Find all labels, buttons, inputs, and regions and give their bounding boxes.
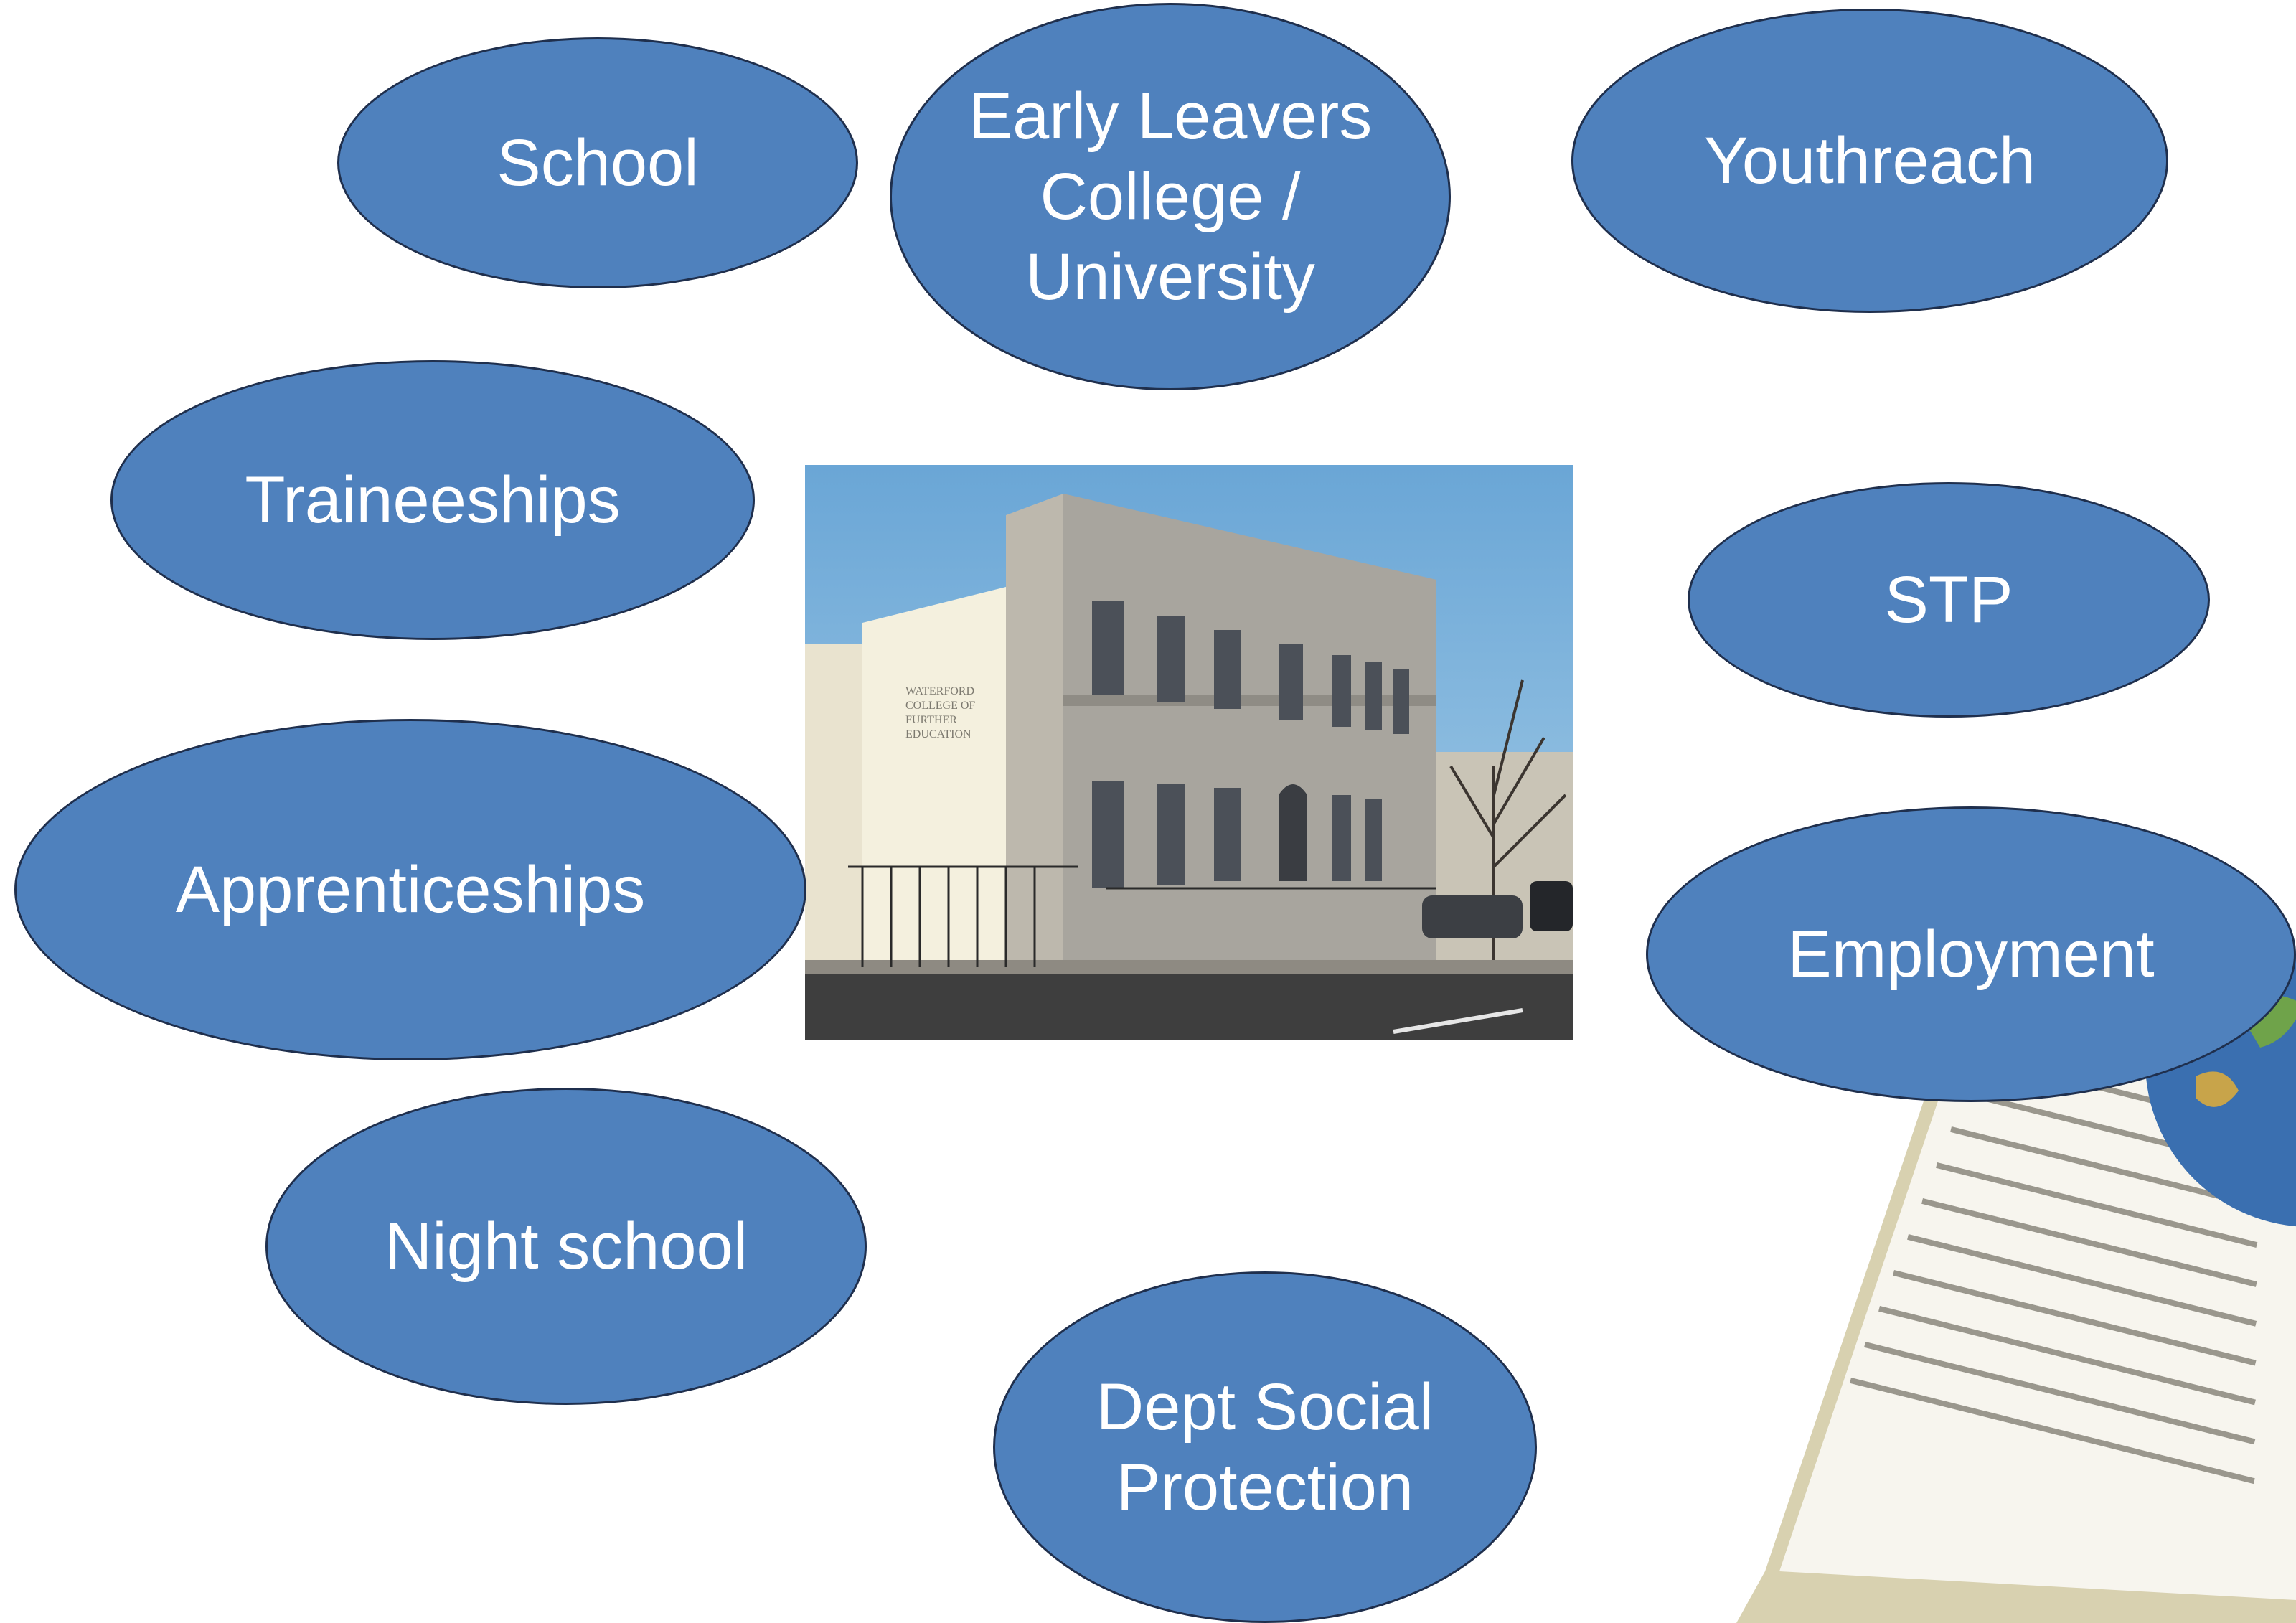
oval-youthreach: Youthreach (1571, 9, 2168, 313)
oval-night-school: Night school (265, 1088, 867, 1405)
college-sign: WATERFORD COLLEGE OF FURTHER EDUCATION (905, 685, 975, 740)
oval-apprenticeships: Apprenticeships (14, 719, 806, 1060)
svg-text:FURTHER: FURTHER (905, 714, 957, 726)
oval-early-leavers: Early Leavers College / University (890, 3, 1451, 390)
oval-dept-social-protection-label: Dept Social Protection (1096, 1370, 1434, 1524)
svg-text:EDUCATION: EDUCATION (905, 728, 971, 740)
oval-employment-label: Employment (1787, 917, 2155, 991)
svg-text:WATERFORD: WATERFORD (905, 685, 974, 697)
oval-school: School (337, 37, 858, 288)
oval-traineeships: Traineeships (110, 360, 755, 640)
oval-stp-label: STP (1884, 563, 2013, 636)
svg-text:COLLEGE OF: COLLEGE OF (905, 700, 975, 712)
oval-school-label: School (497, 126, 699, 199)
oval-employment: Employment (1646, 806, 2296, 1102)
oval-night-school-label: Night school (384, 1209, 748, 1283)
oval-traineeships-label: Traineeships (245, 463, 621, 537)
oval-apprenticeships-label: Apprenticeships (175, 852, 646, 926)
college-building-photo: WATERFORD COLLEGE OF FURTHER EDUCATION (805, 465, 1573, 1040)
oval-youthreach-label: Youthreach (1703, 123, 2036, 197)
oval-early-leavers-label: Early Leavers College / University (968, 79, 1373, 314)
oval-stp: STP (1688, 482, 2210, 718)
oval-dept-social-protection: Dept Social Protection (993, 1271, 1537, 1623)
